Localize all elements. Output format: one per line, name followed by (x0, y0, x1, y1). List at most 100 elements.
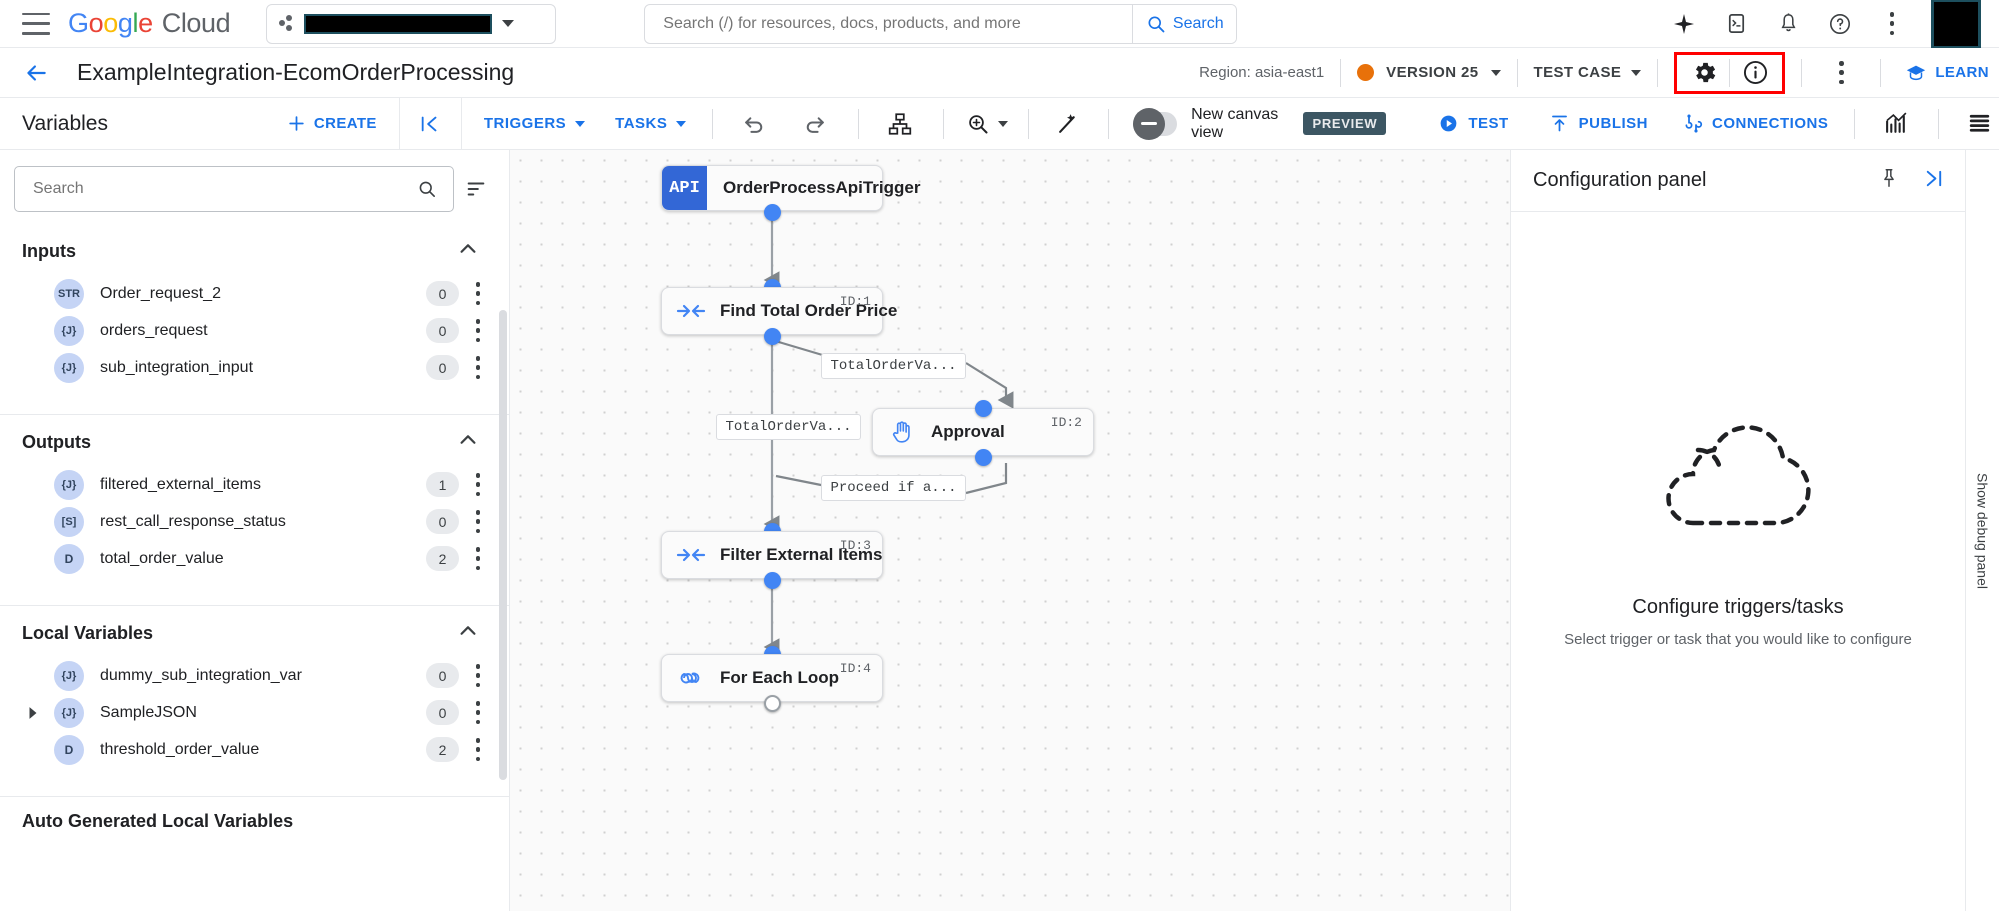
divider (1880, 58, 1882, 87)
learn-button[interactable]: LEARN (1897, 62, 1989, 84)
google-cloud-logo[interactable]: Google Cloud (68, 8, 231, 38)
analytics-button[interactable] (1877, 104, 1915, 144)
global-search: Search (644, 3, 1238, 44)
variable-section-header[interactable]: Inputs (0, 228, 509, 275)
test-case-selector[interactable]: TEST CASE (1534, 64, 1642, 81)
section-collapse-toggle[interactable] (457, 429, 479, 456)
variables-search-box[interactable] (14, 166, 454, 212)
expand-triangle-icon[interactable] (22, 706, 44, 720)
cloud-shell-icon[interactable] (1723, 11, 1749, 37)
variable-row-more-icon[interactable] (465, 318, 491, 344)
show-debug-panel-rail[interactable]: Show debug panel (1965, 150, 1999, 911)
collapse-variables-button[interactable] (398, 97, 461, 150)
node-port-out[interactable] (975, 449, 992, 466)
section-collapse-toggle[interactable] (457, 238, 479, 265)
more-vert-icon[interactable] (1879, 11, 1905, 37)
integration-canvas[interactable]: API OrderProcessApiTrigger Find Total Or… (510, 150, 1510, 911)
search-input[interactable] (645, 4, 1133, 43)
edge-label[interactable]: TotalOrderVa... (821, 353, 966, 379)
variable-row-more-icon[interactable] (465, 663, 491, 689)
edge-label[interactable]: TotalOrderVa... (716, 414, 861, 440)
empty-state-title: Configure triggers/tasks (1632, 596, 1844, 618)
test-button[interactable]: TEST (1438, 113, 1508, 134)
node-port-out[interactable] (764, 204, 781, 221)
edge-label[interactable]: Proceed if a... (821, 475, 966, 501)
page-title: ExampleIntegration-EcomOrderProcessing (77, 59, 515, 85)
variable-section-header[interactable]: Local Variables (0, 610, 509, 657)
info-button[interactable] (1732, 53, 1778, 93)
variable-section-header[interactable]: Auto Generated Local Variables (0, 801, 509, 842)
node-port-out-open[interactable] (764, 695, 781, 712)
variable-row-more-icon[interactable] (465, 737, 491, 763)
gemini-sparkle-icon[interactable] (1671, 11, 1697, 37)
collapse-config-panel-button[interactable] (1922, 167, 1945, 195)
version-selector[interactable]: VERSION 25 (1357, 64, 1501, 81)
redo-button[interactable] (796, 104, 834, 144)
variable-row-more-icon[interactable] (465, 281, 491, 307)
node-id: ID:3 (839, 538, 871, 553)
search-icon (1148, 16, 1165, 32)
search-button[interactable]: Search (1133, 4, 1237, 43)
triggers-menu-button[interactable]: TRIGGERS (484, 115, 586, 132)
node-port-out[interactable] (764, 328, 781, 345)
variable-row-more-icon[interactable] (465, 700, 491, 726)
notifications-bell-icon[interactable] (1775, 11, 1801, 37)
canvas-node-filter-external-items[interactable]: Filter External Items ID:3 (661, 531, 883, 579)
collapse-left-icon (422, 116, 437, 131)
auto-layout-button[interactable] (881, 104, 919, 144)
section-spacer (0, 577, 509, 591)
create-variable-button[interactable]: CREATE (287, 114, 377, 133)
node-id: ID:4 (839, 661, 871, 676)
new-canvas-view-toggle[interactable] (1132, 107, 1178, 140)
variable-count-badge: 2 (426, 737, 459, 762)
section-collapse-toggle[interactable] (457, 620, 479, 647)
connections-button[interactable]: CONNECTIONS (1682, 113, 1828, 134)
variable-row-more-icon[interactable] (465, 546, 491, 572)
variable-name: SampleJSON (100, 703, 197, 721)
undo-button[interactable] (735, 104, 773, 144)
variable-type-badge: {J} (54, 660, 84, 691)
variable-name: dummy_sub_integration_var (100, 666, 302, 684)
pin-button[interactable] (1878, 167, 1900, 194)
logs-button[interactable] (1961, 104, 1999, 144)
variable-row-more-icon[interactable] (465, 472, 491, 498)
canvas-node-for-each-loop[interactable]: For Each Loop ID:4 (661, 654, 883, 702)
zoom-control-button[interactable] (966, 104, 1009, 144)
node-port-out[interactable] (764, 572, 781, 589)
sort-variables-button[interactable] (454, 167, 498, 211)
settings-gear-button[interactable] (1681, 53, 1727, 93)
collapse-right-icon (1926, 170, 1942, 186)
variable-row-more-icon[interactable] (465, 355, 491, 381)
help-question-icon[interactable] (1827, 11, 1853, 37)
variable-section-header[interactable]: Outputs (0, 419, 509, 466)
variable-row-more-icon[interactable] (465, 509, 491, 535)
sidebar-scrollbar[interactable] (499, 310, 507, 780)
integration-overflow-button[interactable] (1818, 53, 1864, 93)
publish-button[interactable]: PUBLISH (1549, 113, 1648, 134)
node-port-in[interactable] (975, 400, 992, 417)
tasks-menu-button[interactable]: TASKS (615, 115, 687, 132)
hamburger-menu-icon[interactable] (22, 12, 50, 35)
project-selector[interactable] (266, 3, 557, 44)
variable-count-badge: 2 (426, 546, 459, 571)
back-button[interactable] (18, 55, 54, 91)
magic-wand-button[interactable] (1049, 104, 1087, 144)
account-avatar[interactable] (1931, 0, 1981, 49)
search-button-label: Search (1172, 14, 1224, 32)
region-label: Region: asia-east1 (1199, 64, 1325, 81)
variable-type-badge: D (54, 543, 84, 574)
canvas-node-trigger[interactable]: API OrderProcessApiTrigger (661, 165, 920, 211)
preview-badge: PREVIEW (1303, 112, 1387, 135)
variables-search-input[interactable] (31, 179, 417, 199)
canvas-node-find-total-order-price[interactable]: Find Total Order Price ID:1 (661, 287, 897, 335)
section-divider (0, 796, 509, 797)
